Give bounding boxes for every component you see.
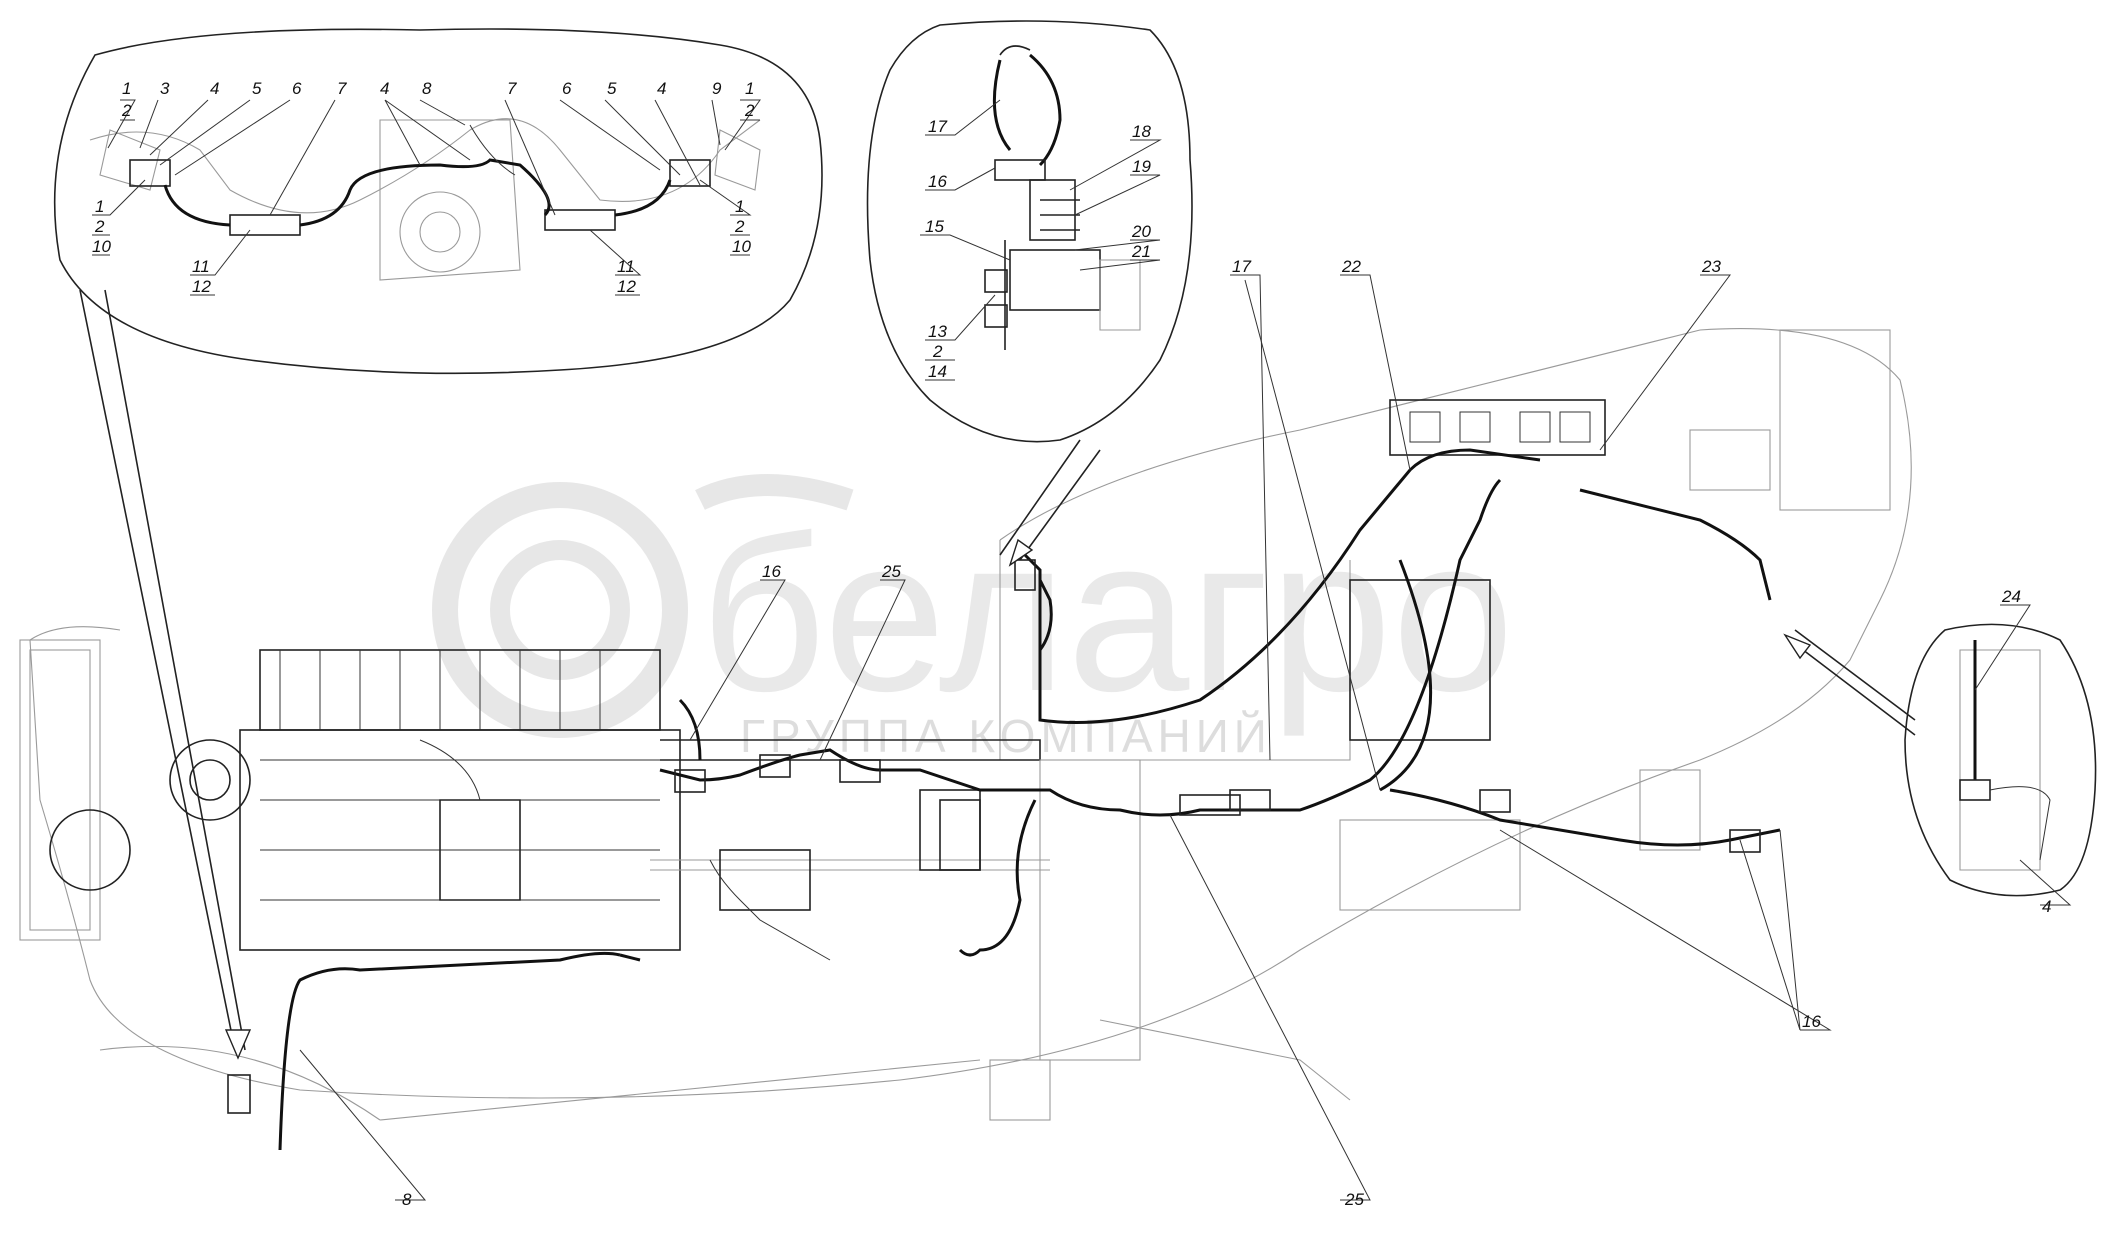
callout-13: 13 [928,322,947,341]
callout-16: 16 [1802,1012,1821,1031]
callout-5: 5 [252,79,262,98]
callout-18: 18 [1132,122,1151,141]
callout-10: 10 [732,237,751,256]
callout-2: 2 [744,101,755,120]
callout-15: 15 [925,217,944,236]
callout-4: 4 [210,79,219,98]
callout-16: 16 [762,562,781,581]
callout-25: 25 [1344,1190,1364,1209]
callout-9: 9 [712,79,722,98]
callout-11: 11 [192,257,210,276]
callout-17: 17 [928,117,947,136]
callout-labels: 1 2 3 4 5 6 7 4 8 7 6 5 4 9 1 2 1 2 10 1… [92,79,2051,1209]
callout-7: 7 [337,79,347,98]
watermark-brand: белагро [700,491,1514,737]
callout-lines [92,99,2072,1201]
callout-1: 1 [122,79,131,98]
callout-5: 5 [607,79,617,98]
callout-1: 1 [745,79,754,98]
detail-bubble-connector [866,20,1193,443]
leader-lines [79,289,1916,1060]
callout-2: 2 [932,342,943,361]
callout-2: 2 [94,217,105,236]
callout-20: 20 [1131,222,1151,241]
callout-24: 24 [2001,587,2021,606]
detail-bubble-cab [53,28,823,375]
callout-8: 8 [402,1190,412,1209]
callout-2: 2 [121,101,132,120]
callout-4: 4 [2042,897,2051,916]
callout-19: 19 [1132,157,1151,176]
callout-4: 4 [657,79,666,98]
callout-4: 4 [380,79,389,98]
callout-23: 23 [1701,257,1721,276]
callout-1: 1 [95,197,104,216]
tractor-outline [19,328,1912,1121]
callout-3: 3 [160,79,170,98]
callout-22: 22 [1341,257,1361,276]
callout-21: 21 [1131,242,1151,261]
detail-bubble-sensor [1904,623,2097,897]
callout-14: 14 [928,362,947,381]
callout-12: 12 [617,277,636,296]
callout-2: 2 [734,217,745,236]
callout-1: 1 [735,197,744,216]
callout-10: 10 [92,237,111,256]
callout-11: 11 [617,257,635,276]
callout-12: 12 [192,277,211,296]
callout-16: 16 [928,172,947,191]
callout-6: 6 [562,79,572,98]
callout-7: 7 [507,79,517,98]
watermark-subtitle: ГРУППА КОМПАНИЙ [740,710,1272,762]
callout-6: 6 [292,79,302,98]
wiring-harness [278,448,1781,1151]
callout-25: 25 [881,562,901,581]
callout-8: 8 [422,79,432,98]
callout-17: 17 [1232,257,1251,276]
